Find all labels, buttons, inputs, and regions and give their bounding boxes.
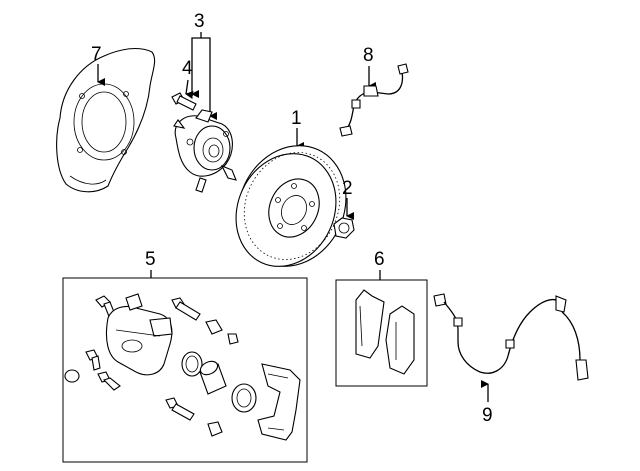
piston-boot: [231, 383, 257, 413]
caliper-bolt-lower: [85, 349, 101, 371]
callout-8: 8: [363, 45, 374, 66]
callout-1: 1: [291, 108, 302, 129]
caliper-kit-box: [62, 277, 308, 463]
callout-5: 5: [145, 249, 156, 270]
bracket-bolt: [97, 371, 121, 391]
abs-wheel-speed-sensor: [433, 293, 589, 381]
callout-9: 9: [482, 405, 493, 426]
wheel-stud: [171, 92, 197, 111]
callout-7: 7: [91, 44, 102, 65]
leader-4: [185, 79, 194, 99]
bracket-3: [191, 37, 211, 42]
hub-bearing: [173, 109, 237, 193]
brake-hose: [339, 63, 409, 137]
guide-pin-lower: [165, 397, 195, 421]
splash-shield: [56, 47, 156, 193]
callout-3: 3: [194, 11, 205, 32]
guide-pin-upper: [171, 297, 201, 321]
axle-nut: [333, 217, 355, 239]
piston-seal: [181, 351, 203, 377]
caliper-body: [105, 293, 173, 376]
pin-boot-upper: [205, 319, 223, 335]
piston: [199, 360, 227, 395]
brake-rotor: [235, 145, 347, 267]
inner-brake-pad: [355, 289, 385, 359]
pin-boot-lower: [207, 421, 223, 437]
outer-brake-pad: [385, 305, 415, 375]
brake-pad-box: [335, 279, 428, 387]
callout-4: 4: [182, 58, 193, 79]
callout-6: 6: [374, 249, 385, 270]
bleeder-screw: [227, 333, 239, 345]
caliper-bracket: [257, 363, 301, 441]
callout-2: 2: [342, 178, 353, 199]
dust-cap: [64, 369, 80, 383]
